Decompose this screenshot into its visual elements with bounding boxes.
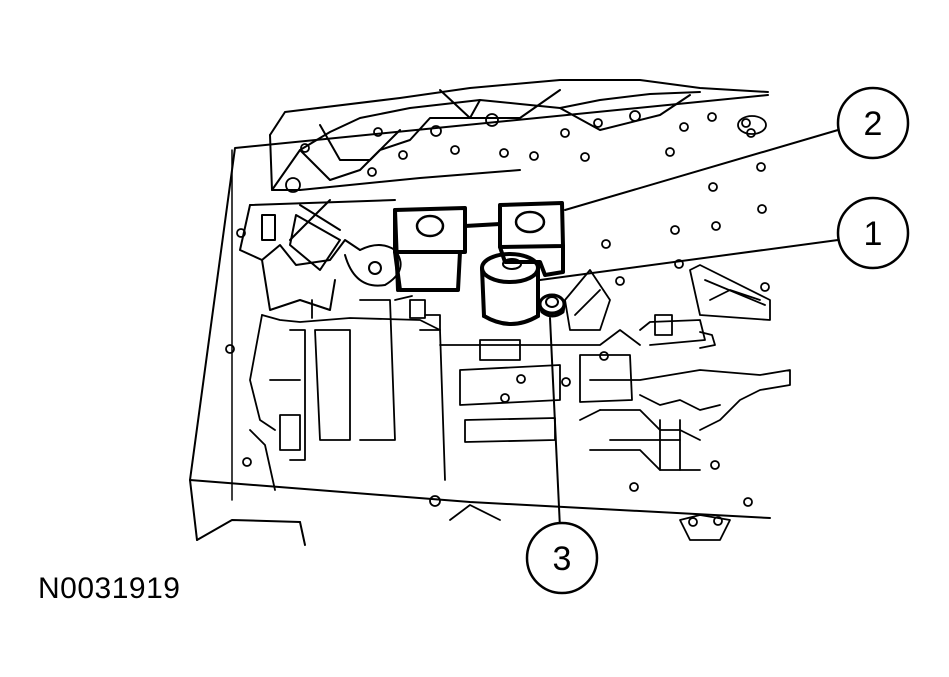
transmission-case-outline: [189, 94, 771, 546]
solenoid-ports: [415, 210, 546, 238]
figure-reference-number: N0031919: [38, 572, 181, 605]
cylinder-solenoid-top: [502, 258, 522, 270]
callout-2: 2: [836, 86, 910, 160]
callout-3-label: 3: [553, 540, 572, 578]
lower-castings: [249, 264, 791, 541]
callout-3: 3: [525, 521, 599, 595]
valve-body-plate: [239, 79, 769, 311]
cylinder-solenoid: [480, 252, 540, 326]
callout-1-label: 1: [864, 215, 883, 253]
callout-2-label: 2: [864, 105, 883, 143]
leader-lines: [539, 129, 839, 529]
callout-1: 1: [836, 196, 910, 270]
solenoid-body: [393, 201, 565, 292]
seal-ring: [538, 293, 566, 318]
bolt-holes: [225, 110, 770, 527]
